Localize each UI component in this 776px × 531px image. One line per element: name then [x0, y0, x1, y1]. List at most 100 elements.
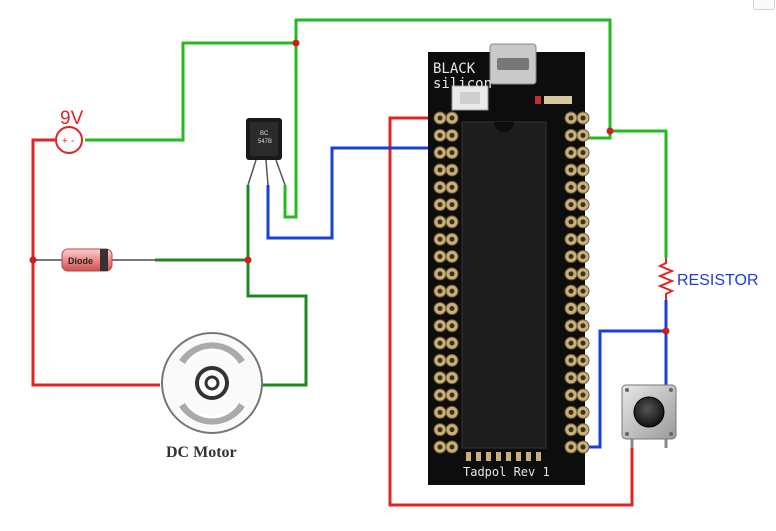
left-pin-hole	[437, 444, 443, 450]
bottom-pad	[466, 452, 471, 461]
right-pin-hole	[568, 150, 574, 156]
transistor-marking-2: 547B	[258, 139, 272, 145]
green-wires	[85, 18, 668, 258]
left-pin-inner-hole	[449, 115, 455, 121]
left-pin-inner-hole	[449, 184, 455, 190]
right-pin-hole	[568, 375, 574, 381]
left-pin-hole	[437, 236, 443, 242]
left-pin-hole	[437, 340, 443, 346]
left-pin-inner-hole	[449, 288, 455, 294]
button-input-wire	[583, 329, 666, 449]
left-pin-inner-hole	[449, 202, 455, 208]
left-pin-inner-hole	[449, 444, 455, 450]
mcu-chip	[461, 121, 547, 449]
right-pin-hole	[568, 202, 574, 208]
right-pin-outer-hole	[580, 357, 586, 363]
right-pin-outer-hole	[580, 409, 586, 415]
left-pin-hole	[437, 409, 443, 415]
diode[interactable]: Diode	[61, 248, 113, 272]
transistor-base-link	[283, 43, 298, 219]
left-pin-inner-hole	[449, 219, 455, 225]
right-pin-outer-hole	[580, 236, 586, 242]
left-pin-hole	[437, 150, 443, 156]
transistor[interactable]: BC 547B	[246, 118, 286, 186]
right-pin-header	[564, 111, 590, 454]
bottom-pad	[506, 452, 511, 461]
board-brand-line1: BLACK	[433, 61, 476, 77]
right-pin-outer-hole	[580, 115, 586, 121]
left-pin-inner-hole	[449, 150, 455, 156]
microcontroller-board[interactable]: BLACK silicon Tadpol Rev 1	[428, 43, 590, 485]
left-pin-inner-hole	[449, 357, 455, 363]
bottom-pad	[486, 452, 491, 461]
battery[interactable]: + - 9V	[55, 108, 84, 154]
left-pin-hole	[437, 115, 443, 121]
left-pin-hole	[437, 323, 443, 329]
resistor-zigzag	[657, 258, 675, 300]
right-pin-hole	[568, 254, 574, 260]
bottom-pad	[476, 452, 481, 461]
corner-widget[interactable]	[753, 0, 775, 10]
right-pin-outer-hole	[580, 392, 586, 398]
left-pin-hole	[437, 375, 443, 381]
bottom-pads	[466, 452, 541, 461]
right-pin-outer-hole	[580, 271, 586, 277]
led-component	[544, 96, 572, 104]
board-brand-line2: silicon	[433, 76, 492, 92]
left-pin-inner-hole	[449, 236, 455, 242]
battery-label: 9V	[60, 108, 84, 129]
left-pin-hole	[437, 219, 443, 225]
right-pin-outer-hole	[580, 375, 586, 381]
motor-label: DC Motor	[166, 444, 237, 461]
resistor-label: RESISTOR	[677, 272, 759, 289]
left-pin-inner-hole	[449, 254, 455, 260]
left-pin-header	[433, 111, 459, 454]
battery-positive-wire	[85, 41, 296, 142]
right-pin-outer-hole	[580, 167, 586, 173]
battery-plus-sign: +	[62, 136, 68, 147]
right-pin-hole	[568, 271, 574, 277]
board-ground-wire	[388, 116, 634, 507]
resistor[interactable]: RESISTOR	[657, 258, 759, 300]
left-pin-hole	[437, 288, 443, 294]
dc-motor[interactable]: DC Motor	[161, 332, 263, 461]
right-pin-hole	[568, 288, 574, 294]
right-pin-hole	[568, 340, 574, 346]
battery-icon	[55, 126, 83, 154]
left-pin-inner-hole	[449, 340, 455, 346]
right-pin-hole	[568, 184, 574, 190]
left-pin-hole	[437, 357, 443, 363]
left-pin-inner-hole	[449, 132, 455, 138]
left-pin-hole	[437, 271, 443, 277]
right-pin-outer-hole	[580, 305, 586, 311]
reset-button[interactable]	[451, 85, 489, 111]
left-pin-hole	[437, 132, 443, 138]
transistor-marking: BC	[260, 131, 269, 137]
bottom-pad	[496, 452, 501, 461]
push-button[interactable]	[621, 384, 677, 448]
right-pin-hole	[568, 236, 574, 242]
top-supply-wire	[294, 18, 612, 131]
battery-minus-sign: -	[71, 136, 74, 147]
board-vcc-wire	[583, 129, 668, 258]
motor-shaft-inner	[204, 375, 220, 391]
right-pin-hole	[568, 444, 574, 450]
left-pin-inner-hole	[449, 409, 455, 415]
left-pin-hole	[437, 167, 443, 173]
right-pin-outer-hole	[580, 132, 586, 138]
right-pin-outer-hole	[580, 219, 586, 225]
junction-dots	[29, 39, 670, 335]
left-pin-hole	[437, 184, 443, 190]
right-pin-outer-hole	[580, 184, 586, 190]
right-pin-outer-hole	[580, 288, 586, 294]
left-pin-inner-hole	[449, 375, 455, 381]
right-pin-hole	[568, 409, 574, 415]
blue-wires	[266, 146, 668, 449]
right-pin-outer-hole	[580, 254, 586, 260]
right-pin-hole	[568, 167, 574, 173]
right-pin-hole	[568, 392, 574, 398]
left-pin-inner-hole	[449, 427, 455, 433]
right-pin-hole	[568, 427, 574, 433]
left-pin-inner-hole	[449, 392, 455, 398]
